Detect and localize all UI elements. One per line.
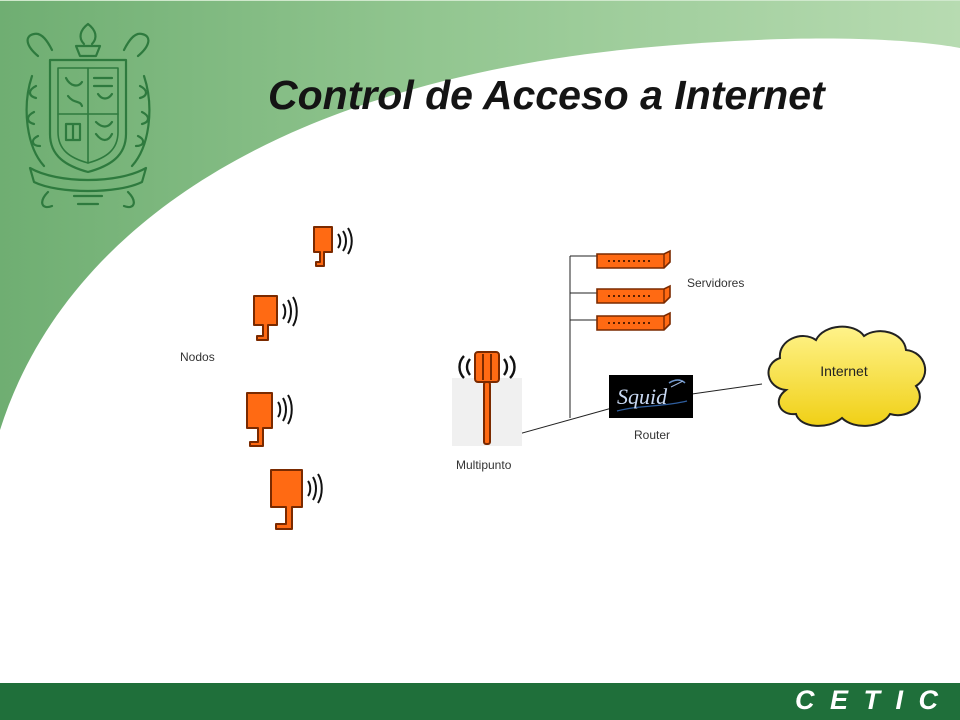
slide-title: Control de Acceso a Internet bbox=[268, 72, 825, 118]
router-internet-link bbox=[691, 383, 763, 395]
cloud-icon bbox=[767, 325, 927, 427]
nodes-label: Nodos bbox=[180, 350, 215, 364]
antenna-icon bbox=[452, 351, 522, 446]
server-icon bbox=[596, 249, 671, 269]
wifi-node-icon bbox=[246, 392, 293, 447]
multipunto-label: Multipunto bbox=[456, 458, 512, 472]
squid-logo-icon: Squid bbox=[609, 375, 693, 418]
wifi-node-icon bbox=[253, 295, 298, 341]
server-icon bbox=[596, 311, 671, 331]
footer-text: C E T I C bbox=[794, 685, 942, 715]
squid-logo-graphic bbox=[616, 379, 688, 412]
coat-of-arms-icon bbox=[25, 22, 151, 209]
wifi-node-icon bbox=[270, 469, 323, 530]
server-icon bbox=[596, 284, 671, 304]
squid-logo-text: Squid bbox=[617, 384, 668, 409]
router-label: Router bbox=[634, 428, 671, 442]
wifi-node-icon bbox=[313, 226, 353, 267]
servers-label: Servidores bbox=[687, 276, 745, 290]
footer-bar: C E T I C bbox=[0, 683, 960, 720]
internet-label: Internet bbox=[820, 363, 868, 379]
